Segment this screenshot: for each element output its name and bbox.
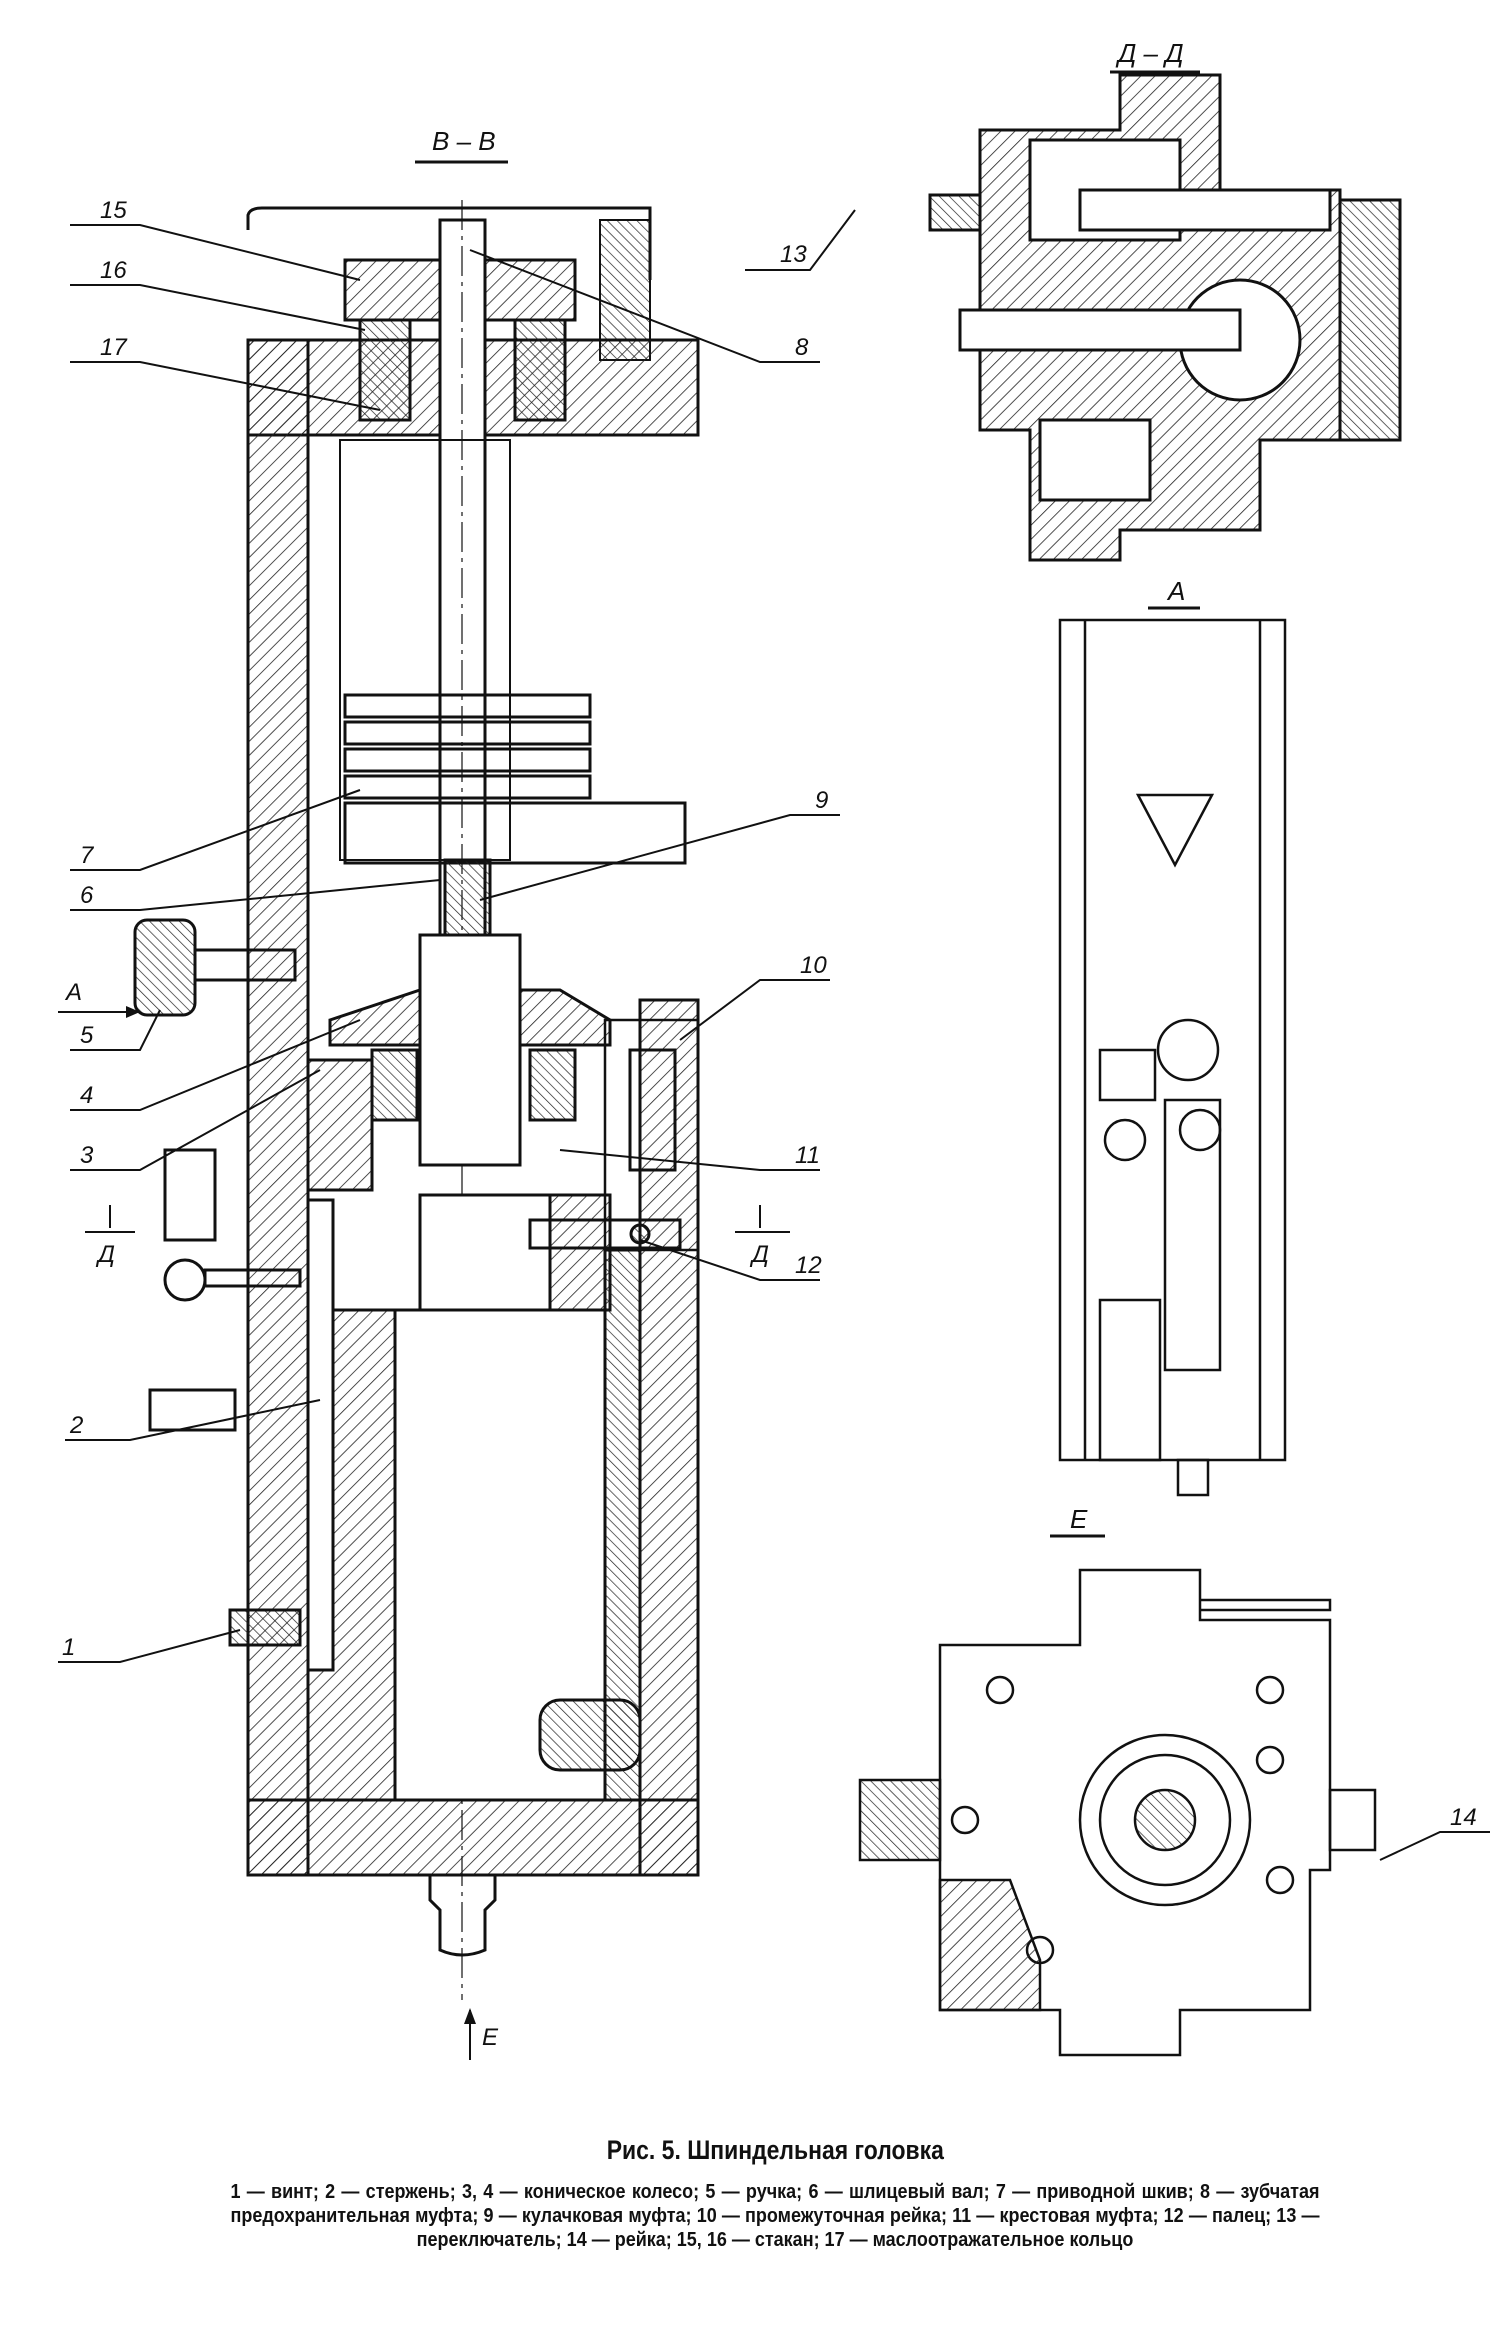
- callout-13: 13: [780, 241, 807, 268]
- view-e-title: Е: [1070, 1504, 1088, 1534]
- view-a-title: А: [1166, 576, 1185, 606]
- figure-title: Рис. 5. Шпиндельная головка: [606, 2135, 944, 2165]
- callout-1: 1: [62, 1634, 75, 1661]
- callout-12: 12: [795, 1252, 822, 1279]
- arrow-a-label: А: [64, 979, 82, 1006]
- callout-10: 10: [800, 952, 827, 979]
- callout-2: 2: [69, 1412, 83, 1439]
- callout-8: 8: [795, 334, 809, 361]
- callout-15: 15: [100, 197, 127, 224]
- callout-3: 3: [80, 1142, 94, 1169]
- callout-7: 7: [80, 842, 95, 869]
- callout-16: 16: [100, 257, 127, 284]
- callout-9: 9: [815, 787, 828, 814]
- section-dd-title: Д – Д: [1115, 38, 1184, 68]
- figure-caption: Рис. 5. Шпиндельная головка 1 — винт; 2 …: [170, 2135, 1380, 2252]
- view-a: [1058, 618, 1287, 1497]
- section-bb-title: В – В: [432, 126, 496, 156]
- callout-5: 5: [80, 1022, 94, 1049]
- arrow-e-label: Е: [482, 2024, 499, 2051]
- cut-d-right-label: Д: [749, 1241, 769, 1268]
- callout-17: 17: [100, 334, 128, 361]
- cut-d-left-label: Д: [95, 1241, 115, 1268]
- callout-14: 14: [1450, 1804, 1477, 1831]
- callout-11: 11: [795, 1142, 820, 1169]
- section-dd-view: [928, 73, 1402, 562]
- view-e: [858, 1568, 1377, 2057]
- callout-6: 6: [80, 882, 94, 909]
- section-bb-view: [133, 200, 700, 2000]
- callouts: [58, 209, 1490, 1861]
- figure-legend: 1 — винт; 2 — стержень; 3, 4 — коническо…: [230, 2181, 1320, 2251]
- callout-4: 4: [80, 1082, 93, 1109]
